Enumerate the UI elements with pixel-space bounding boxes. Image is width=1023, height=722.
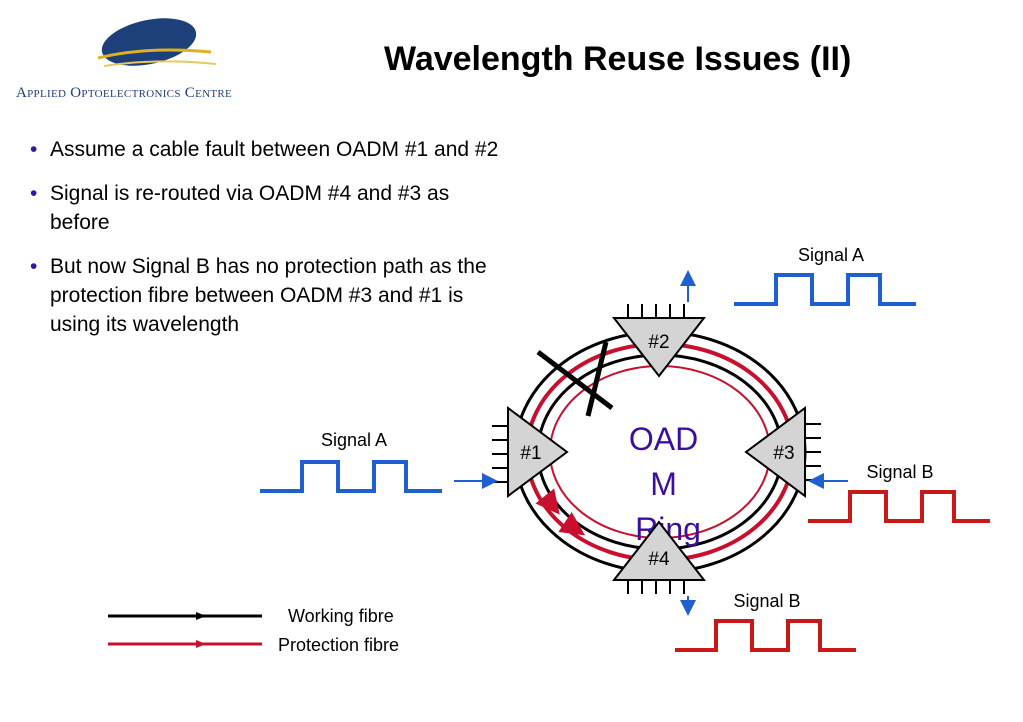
signal-label: Signal A	[798, 245, 864, 265]
logo: Applied Optoelectronics Centre	[6, 8, 296, 108]
node-label-1: #1	[520, 443, 541, 464]
signal-b-right: Signal B	[808, 462, 990, 523]
oadm-node-4: #4	[611, 520, 707, 594]
ring-label: OAD M Ring	[629, 421, 707, 547]
protection-direction-arrow	[535, 488, 560, 515]
bullet-item: Signal is re-routed via OADM #4 and #3 a…	[28, 179, 508, 237]
signal-label: Signal B	[866, 462, 933, 482]
logo-text: Applied Optoelectronics Centre	[16, 85, 233, 101]
page-title: Wavelength Reuse Issues (II)	[384, 40, 852, 78]
oadm-node-3: #3	[744, 406, 821, 498]
oadm-node-1: #1	[492, 406, 569, 498]
node-label-4: #4	[648, 549, 670, 570]
oadm-node-2: #2	[611, 304, 707, 378]
signal-label: Signal B	[733, 591, 800, 611]
cable-fault-cross	[536, 341, 614, 417]
bullet-item: Assume a cable fault between OADM #1 and…	[28, 135, 508, 164]
legend-protection-label: Protection fibre	[278, 635, 399, 655]
protection-direction-arrow	[558, 512, 585, 536]
legend-working-label: Working fibre	[288, 606, 394, 626]
signal-a-left: Signal A	[260, 430, 442, 493]
logo-mark-icon	[97, 18, 217, 67]
bullet-list: Assume a cable fault between OADM #1 and…	[28, 135, 508, 354]
node-label-2: #2	[648, 332, 669, 353]
signal-a-top-right: Signal A	[734, 245, 916, 306]
bullet-item: But now Signal B has no protection path …	[28, 252, 508, 339]
signal-b-bottom: Signal B	[675, 591, 856, 652]
legend: Working fibre Protection fibre	[108, 606, 399, 655]
signal-label: Signal A	[321, 430, 387, 450]
node-label-3: #3	[773, 443, 794, 464]
